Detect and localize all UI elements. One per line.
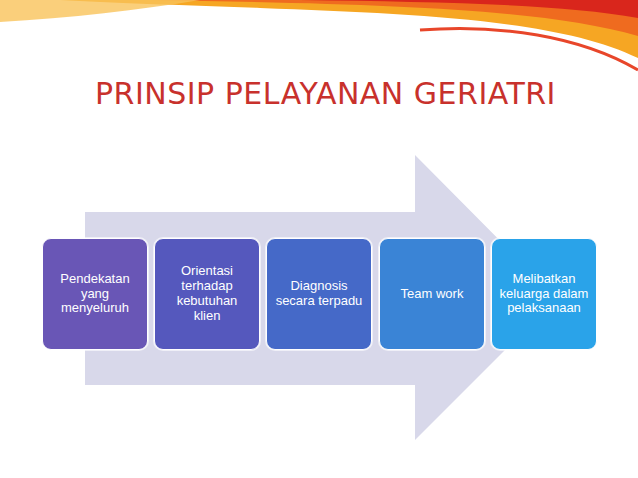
box-label: Pendekatan yang menyeluruh: [50, 272, 140, 317]
slide-title: PRINSIP PELAYANAN GERIATRI: [95, 76, 556, 111]
process-box: Orientasi terhadap kebutuhan klien: [154, 238, 260, 350]
process-box: Melibatkan keluarga dalam pelaksanaan: [491, 238, 597, 350]
process-box: Pendekatan yang menyeluruh: [42, 238, 148, 350]
box-label: Diagnosis secara terpadu: [274, 279, 364, 309]
box-label: Team work: [401, 287, 464, 302]
top-swoosh: [60, 0, 638, 58]
box-label: Melibatkan keluarga dalam pelaksanaan: [499, 272, 589, 317]
box-label: Orientasi terhadap kebutuhan klien: [162, 264, 252, 324]
top-swoosh: [150, 0, 638, 36]
top-swoosh-line: [420, 29, 638, 70]
top-swoosh: [300, 0, 638, 18]
process-arrow: [85, 155, 557, 440]
process-box: Team work: [379, 238, 485, 350]
top-swoosh: [0, 0, 200, 22]
process-box: Diagnosis secara terpadu: [266, 238, 372, 350]
